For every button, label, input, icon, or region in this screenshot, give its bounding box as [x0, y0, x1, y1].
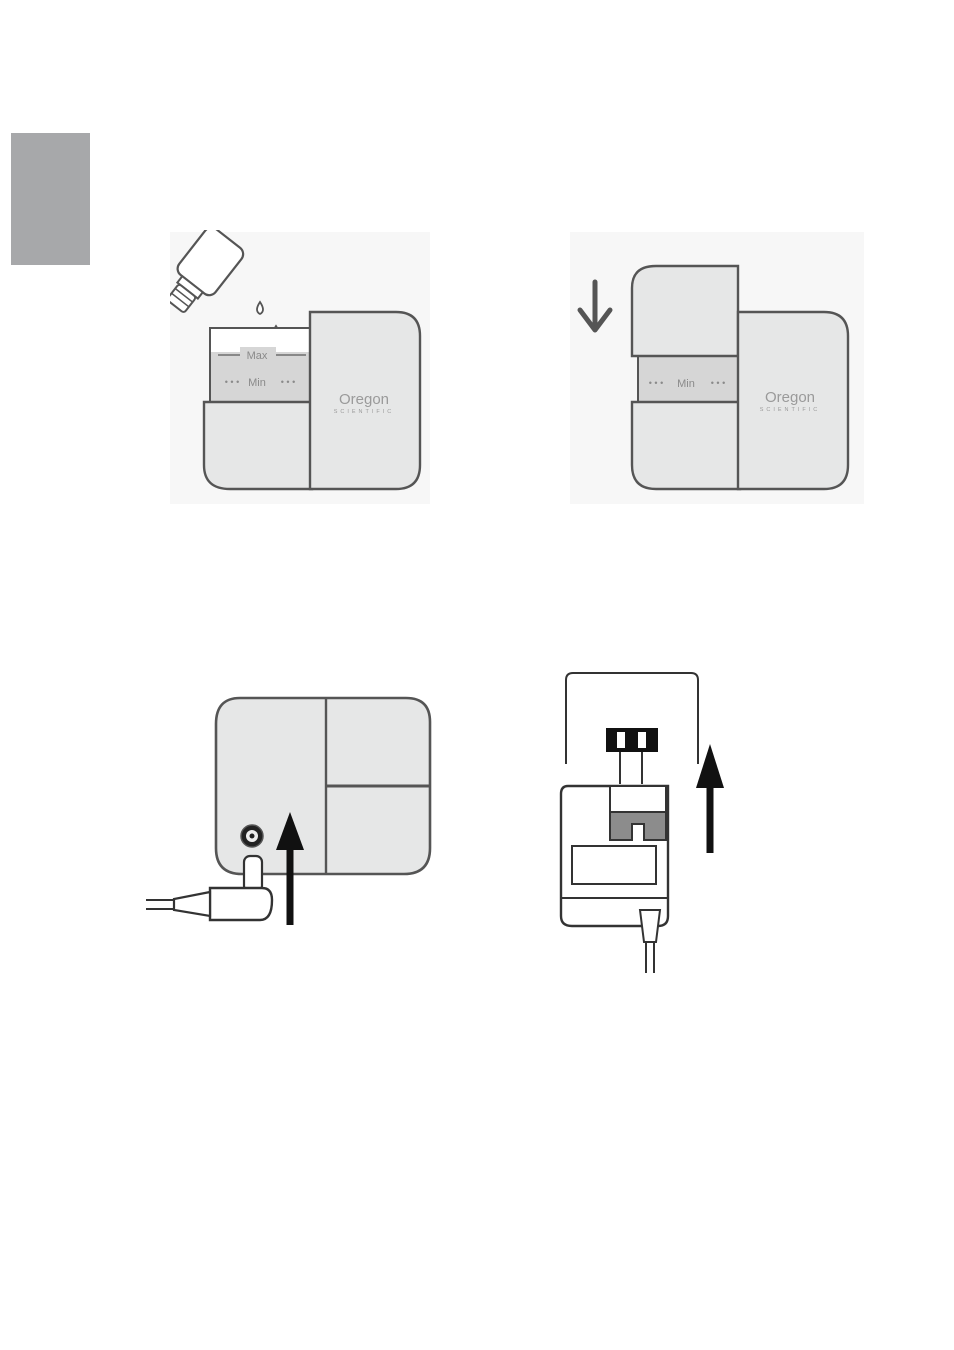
side-tab-marker [11, 133, 90, 265]
min-label: Min [248, 377, 266, 389]
max-label: Max [247, 350, 268, 362]
brand-logo: Oregon [339, 391, 389, 408]
min-label: Min [677, 378, 695, 390]
min-dots-right: • • • [711, 378, 725, 388]
oil-drop-icon [257, 302, 263, 314]
figure-adapter-to-wall [548, 668, 738, 978]
min-dots-left: • • • [225, 377, 239, 387]
figure-add-oil: Max • • • Min • • • Oregon SCIENTIFIC [170, 230, 432, 506]
dc-plug-icon [146, 856, 272, 920]
power-adapter-icon [561, 786, 668, 973]
brand-logo: Oregon [765, 389, 815, 406]
plug-head-icon [606, 728, 658, 784]
brand-sub: SCIENTIFIC [760, 407, 821, 413]
figure-replace-cover: • • • Min • • • Oregon SCIENTIFIC [568, 230, 868, 506]
min-dots-right: • • • [281, 377, 295, 387]
figure-connect-dc-plug [140, 690, 440, 935]
brand-sub: SCIENTIFIC [334, 409, 395, 415]
arrow-up-icon [696, 744, 724, 853]
dc-socket-icon [241, 825, 263, 847]
min-dots-left: • • • [649, 378, 663, 388]
